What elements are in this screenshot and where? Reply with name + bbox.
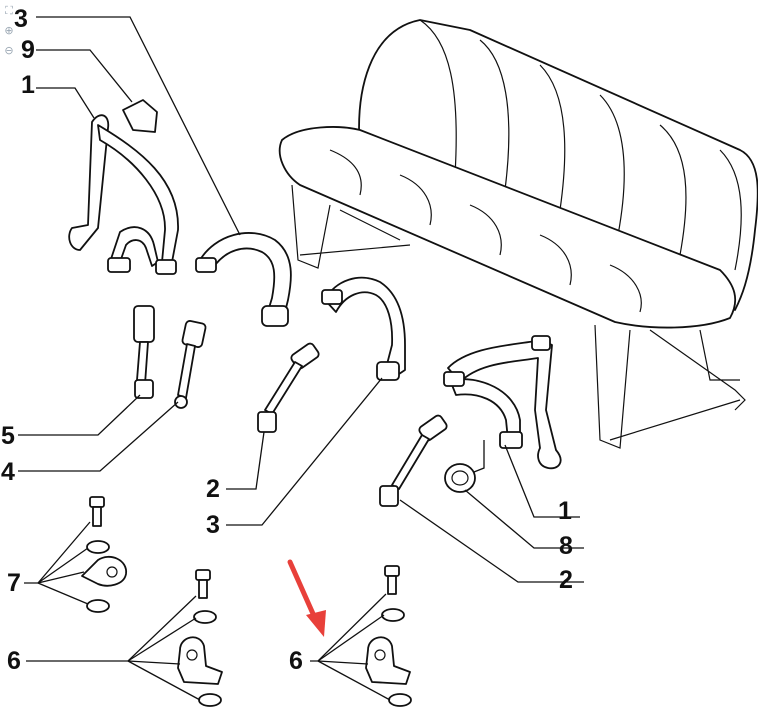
callout-6-right: 6 (289, 647, 303, 675)
callout-9: 9 (21, 36, 35, 64)
part-6-anchor-hardware-right (365, 565, 412, 707)
leader-lines (18, 16, 584, 701)
part-7-anchor-hardware (81, 496, 127, 613)
callout-7: 7 (7, 569, 21, 597)
callout-8: 8 (559, 532, 573, 560)
callout-2-mid: 2 (206, 475, 220, 503)
part-2-middle-strap (257, 342, 320, 433)
part-3-lower-belt (321, 276, 406, 381)
part-5-buckle-strap (133, 305, 155, 399)
callout-1-right: 1 (558, 497, 572, 525)
callout-4: 4 (1, 458, 15, 486)
zoom-out-icon[interactable]: ⊖ (4, 44, 14, 57)
part-4-buckle-strap (174, 320, 207, 409)
callout-1-left: 1 (21, 71, 35, 99)
callout-6-left: 6 (7, 647, 21, 675)
part-9-cover-cap (122, 99, 158, 133)
fit-to-page-icon[interactable]: ⛶ (5, 4, 13, 17)
viewer-toolbar: ⛶ ⊕ ⊖ (2, 4, 18, 64)
part-2-right-strap (379, 414, 448, 507)
part-6-anchor-hardware-left (177, 569, 223, 707)
part-3-upper-belt (195, 232, 292, 327)
callout-3-top: 3 (14, 5, 28, 33)
part-8-grommet (444, 463, 476, 493)
part-1-right-three-point-belt (443, 335, 562, 470)
part-1-left-three-point-belt (68, 114, 179, 275)
callout-5: 5 (1, 422, 15, 450)
callout-2-right: 2 (559, 566, 573, 594)
zoom-in-icon[interactable]: ⊕ (4, 24, 14, 37)
red-highlight-arrow (287, 559, 326, 637)
rear-bench-seat (278, 19, 758, 449)
callout-3-mid: 3 (206, 511, 220, 539)
